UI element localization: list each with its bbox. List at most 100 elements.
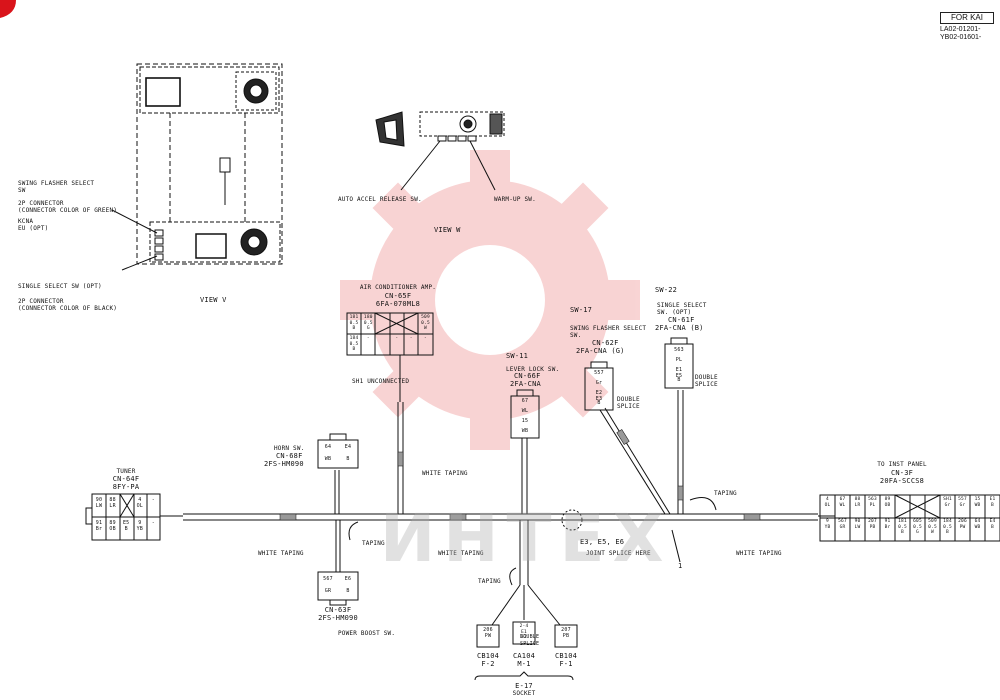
sw17-connector (584, 361, 614, 411)
sw11-pin: 67 (521, 398, 529, 404)
taping-label-3: TAPING (478, 578, 501, 585)
harness-marker: 1 (678, 562, 683, 570)
inst-panel-pin-bottom: E4 B (989, 519, 996, 530)
inst-panel-pin-bottom: 9 YB (824, 519, 831, 530)
connector-black-label: 2P CONNECTOR (CONNECTOR COLOR OF BLACK) (18, 298, 118, 312)
sw17-title: SWING FLASHER SELECT SW. (570, 325, 647, 339)
connector-green-label: 2P CONNECTOR (CONNECTOR COLOR OF GREEN) (18, 200, 118, 214)
swing-flasher-select-sw-label: SWING FLASHER SELECT SW (18, 180, 95, 194)
aircon-pin-bottom: - (409, 336, 413, 341)
tuner-pin-top: - (151, 497, 155, 503)
sw22-cn: CN-61F (668, 316, 695, 324)
bottom-c1-pin: 206 PW (483, 627, 493, 639)
power-boost-pin: B (346, 588, 350, 594)
inst-panel-pin-bottom: 567 GR (838, 519, 847, 530)
power-boost-title: POWER BOOST SW. (338, 630, 396, 637)
aircon-pin-bottom: - (366, 336, 370, 341)
inst-panel-pin-top: 88 LR (854, 497, 861, 508)
aircon-cn: CN-65F (384, 292, 412, 300)
taping-label-2: TAPING (714, 490, 737, 497)
bottom-c2-id: CA104 M-1 (512, 652, 536, 668)
inst-panel-pin-top: E1 B (989, 497, 996, 508)
single-select-sw-label: SINGLE SELECT SW (OPT) (18, 283, 102, 290)
inst-panel-pin-bottom: 91 Br (884, 519, 891, 530)
aircon-title: AIR CONDITIONER AMP. (359, 284, 437, 291)
sw17-pin: Gr (595, 380, 603, 386)
taping-marks (279, 429, 761, 521)
tuner-connector (85, 493, 161, 541)
sw11-pin: WL (521, 408, 529, 414)
kcna-eu-label: KCNA EU (OPT) (18, 218, 49, 232)
power-boost-pin: E6 (344, 576, 352, 582)
sw17-cn: CN-62F (592, 339, 619, 347)
tuner-cn: CN-64F (112, 475, 140, 483)
sw22-pin: 563 (674, 347, 684, 353)
aircon-pin-top: 181 0.5 B (349, 315, 359, 331)
view-w-title: VIEW W (434, 226, 461, 234)
taping-arrows (348, 497, 717, 586)
horn-cn: CN-68F (276, 452, 303, 460)
sw11-connector (510, 389, 540, 439)
horn-pin: E4 (344, 444, 352, 450)
horn-pin: B (346, 456, 350, 462)
tuner-pin-bottom: E5 B (122, 520, 130, 532)
bottom-c2-pin: 2-4 E1 E2 (519, 624, 529, 640)
sw11-pin: WB (521, 428, 529, 434)
bottom-double-splice: DOUBLE SPLICE (520, 634, 540, 647)
sw22-part: 2FA-CNA (B) (655, 324, 704, 332)
inst-panel-pin-top: SH1 Gr (943, 497, 952, 508)
tuner-pin-bottom: 89 OB (109, 520, 116, 532)
bottom-c3-pin: 207 PB (561, 627, 571, 639)
inst-panel-pin-bottom: 90 LW (854, 519, 861, 530)
inst-panel-pin-bottom: 206 PW (958, 519, 967, 530)
inst-panel-title: TO INST PANEL (877, 461, 927, 468)
sw22-connector (664, 337, 694, 389)
inst-panel-pin-bottom: 181 0.5 B (898, 519, 907, 535)
inst-panel-cn: CN-3F (890, 469, 914, 477)
sw17-pin: E2 E3 (595, 390, 603, 402)
warm-up-sw-label: WARM-UP SW. (494, 196, 536, 203)
aircon-pin-top: 180 0.5 G (363, 315, 373, 331)
view-w-drawing (375, 111, 505, 191)
sw11-part: 2FA-CNA (510, 380, 541, 388)
sw17-part: 2FA-CNA (G) (576, 347, 625, 355)
tuner-pin-bottom: 91 Br (95, 520, 103, 532)
corner-mark (0, 0, 16, 18)
power-boost-pin: 567 (323, 576, 333, 582)
power-boost-cn: CN-63F (324, 606, 352, 614)
serial-number-2: YB02-01601- (940, 34, 982, 41)
inst-panel-connector (819, 494, 1000, 542)
power-boost-connector (317, 571, 359, 606)
aircon-pin-bottom: - (424, 336, 427, 341)
bottom-connectors (474, 621, 578, 681)
power-boost-pin: GR (324, 588, 332, 594)
aircon-sh1-label: SH1 UNCONNECTED (352, 378, 410, 385)
sw22-id: SW-22 (655, 286, 678, 294)
inst-panel-pin-bottom: 605 0.5 G (913, 519, 922, 535)
view-v-drawing (111, 63, 283, 271)
white-taping-label-1: WHITE TAPING (258, 550, 304, 557)
inst-panel-pin-top: 89 OB (884, 497, 891, 508)
serial-number-1: LA02-01201- (940, 26, 981, 33)
inst-panel-pin-top: 557 Gr (958, 497, 967, 508)
tuner-title: TUNER (116, 468, 136, 475)
aircon-connector (346, 312, 434, 402)
view-v-title: VIEW V (200, 296, 227, 304)
sw22-pin: E1 E5 (675, 367, 683, 379)
tuner-pin-top: 88 LR (109, 497, 116, 509)
horn-pin: 64 (324, 444, 332, 450)
joint-splice-circle (561, 509, 583, 531)
horn-title: HORN SW. (274, 445, 305, 452)
sw17-pin: 557 (594, 370, 604, 376)
horn-pin: WB (324, 456, 332, 462)
joint-splice-label: JOINT SPLICE HERE (586, 550, 651, 557)
sw11-id: SW-11 (506, 352, 529, 360)
for-kai-label: FOR KAI (940, 12, 994, 24)
horn-part: 2FS-HM090 (264, 460, 304, 468)
sw17-id: SW-17 (570, 306, 593, 314)
white-taping-label-3: WHITE TAPING (422, 470, 468, 477)
sw11-pin: 15 (521, 418, 529, 424)
white-taping-label-2: WHITE TAPING (438, 550, 484, 557)
